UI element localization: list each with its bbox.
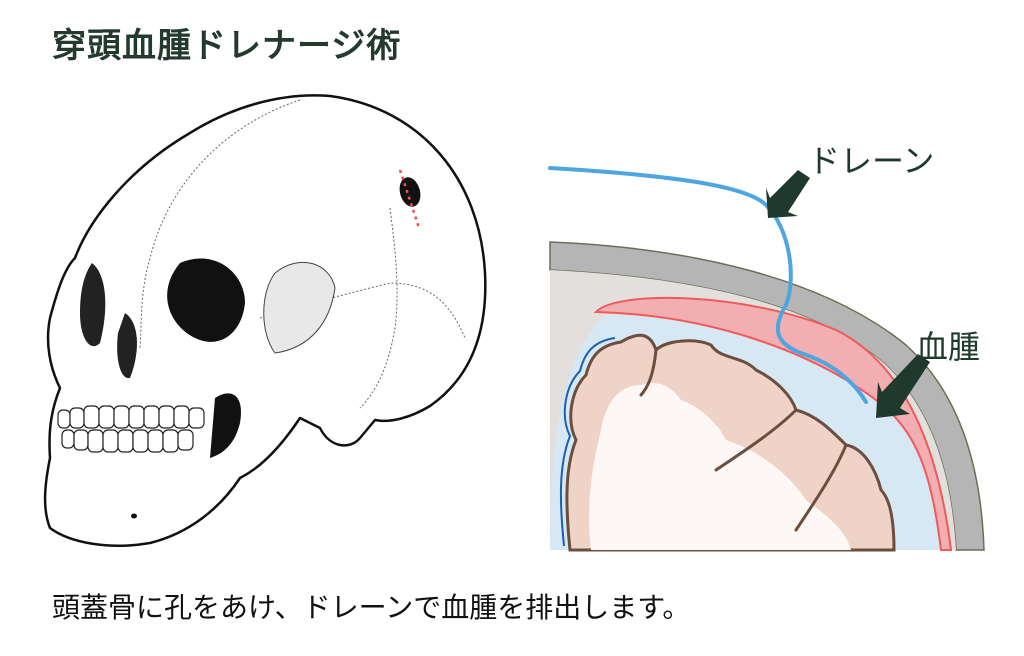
cross-section-diagram <box>548 166 985 552</box>
drain-label: ドレーン <box>808 142 935 180</box>
page-title: 穿頭血腫ドレナージ術 <box>52 26 402 66</box>
drain-tube <box>548 166 868 404</box>
hematoma-label: 血腫 <box>916 328 981 366</box>
incision-marker <box>398 169 421 229</box>
skull-illustration <box>43 94 487 547</box>
caption: 頭蓋骨に孔をあけ、ドレーンで血腫を排出します。 <box>52 591 691 624</box>
